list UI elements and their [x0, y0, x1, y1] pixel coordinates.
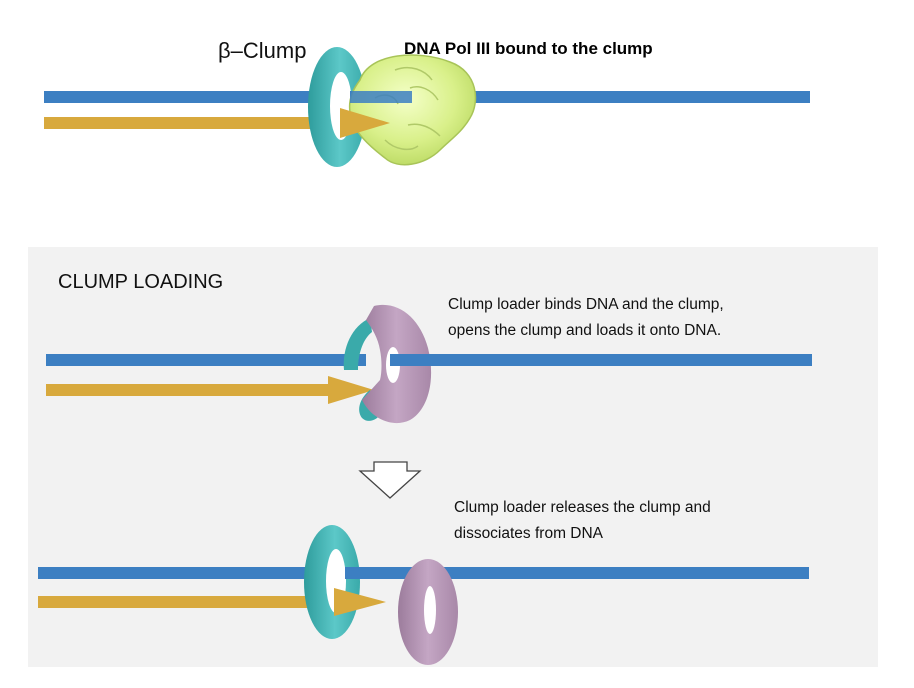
primer-arrowhead: [340, 108, 390, 138]
primer-strand: [38, 596, 334, 608]
step2-caption-line2: dissociates from DNA: [454, 525, 604, 542]
released-clamp-loader: [398, 559, 458, 665]
section-title: CLUMP LOADING: [58, 271, 223, 293]
beta-clamp: [304, 525, 360, 639]
dna-strand: [38, 567, 316, 579]
dna-strand: [345, 567, 809, 579]
step1-caption-line1: Clump loader binds DNA and the clump,: [448, 296, 724, 313]
primer-arrowhead: [328, 376, 374, 404]
polymerase: [348, 54, 477, 166]
dna-strand: [46, 354, 366, 366]
polymerase-label: DNA Pol III bound to the clump: [404, 39, 653, 58]
beta-clamp-label: β–Clump: [218, 38, 306, 63]
step2-caption-line1: Clump loader releases the clump and: [454, 499, 711, 516]
clamp-loading-panel: CLUMP LOADING Clump loader binds DNA and…: [28, 247, 878, 667]
dna-strand: [44, 91, 312, 103]
top-section: β–Clump DNA Pol III bound to the clump: [44, 38, 810, 167]
primer-strand: [46, 384, 330, 396]
primer-strand: [44, 117, 340, 129]
step1-caption-line2: opens the clump and loads it onto DNA.: [448, 322, 721, 339]
step1-loading: Clump loader binds DNA and the clump, op…: [46, 296, 812, 424]
primer-arrowhead: [334, 588, 386, 616]
down-arrow-icon: [358, 461, 422, 499]
dna-strand: [390, 354, 812, 366]
step2-release: Clump loader releases the clump and diss…: [38, 499, 809, 665]
